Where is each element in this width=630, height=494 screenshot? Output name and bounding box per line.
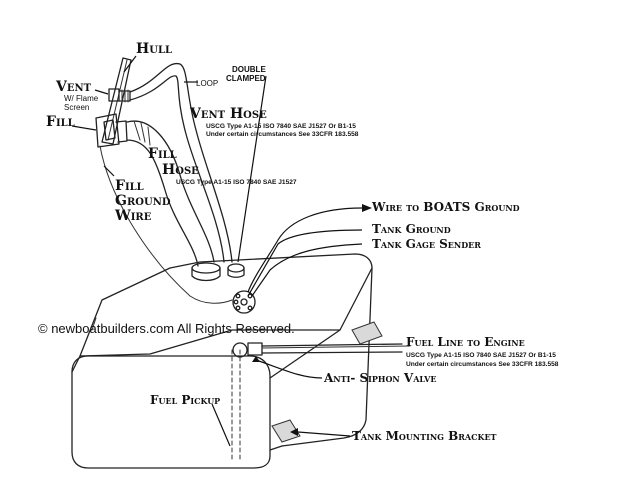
tank-mounting-bracket-rear <box>351 321 383 345</box>
anti-siphon-valve <box>232 342 263 358</box>
label-fuel-pickup: Fuel Pickup <box>150 393 220 407</box>
label-fuel-line-spec1: USCG Type A1-15 ISO 7840 SAE J1527 Or B1… <box>406 352 556 359</box>
label-vent-sub1: W/ Flame <box>64 94 99 103</box>
label-fill-ground-wire-2: Ground <box>115 193 171 209</box>
fill-ground-wire <box>99 145 233 304</box>
fuel-pickup-tube <box>231 349 241 461</box>
vent-hose <box>129 62 233 263</box>
arrowheads <box>252 204 372 436</box>
label-vent: Vent <box>55 79 92 95</box>
fuel-tank <box>71 253 373 469</box>
label-tank-ground: Tank Ground <box>372 222 451 236</box>
tank-top-fittings <box>191 262 245 282</box>
label-fill-ground-wire-1: Fill <box>115 178 144 194</box>
label-vent-hose-spec2: Under certain circumstances See 33CFR 18… <box>206 131 359 138</box>
hull-side <box>101 57 132 145</box>
fill-fitting <box>95 113 128 148</box>
label-tank-mounting-bracket: Tank Mounting Bracket <box>352 429 497 443</box>
label-hull: Hull <box>136 41 172 57</box>
fuel-line <box>261 343 411 354</box>
label-vent-hose-spec1: USCG Type A1-15 ISO 7840 SAE J1527 Or B1… <box>206 123 356 130</box>
label-fill-hose-spec: USCG Type A1-15 ISO 7840 SAE J1527 <box>176 179 297 186</box>
label-anti-siphon-valve: Anti- Siphon Valve <box>323 371 436 385</box>
vent-fitting <box>108 88 131 103</box>
fill-hose <box>126 120 215 267</box>
label-loop: LOOP <box>196 79 218 88</box>
label-tank-gage-sender: Tank Gage Sender <box>372 237 481 251</box>
copyright-text: © newboatbuilders.com All Rights Reserve… <box>38 321 295 336</box>
label-vent-sub2: Screen <box>64 103 89 112</box>
label-double-clamped-1: DOUBLE <box>232 65 266 74</box>
label-double-clamped-2: CLAMPED <box>226 74 266 83</box>
label-vent-hose: Vent Hose <box>189 106 267 122</box>
label-fill-hose-1: Fill <box>148 146 177 162</box>
tank-mounting-bracket-front <box>271 419 301 443</box>
tank-gage-sender <box>232 290 256 314</box>
label-fuel-line-spec2: Under certain circumstances See 33CFR 18… <box>406 361 559 368</box>
label-fill-ground-wire-3: Wire <box>114 208 152 224</box>
leader-lines <box>71 55 363 447</box>
label-fill: Fill <box>46 114 75 130</box>
label-fuel-line-to-engine: Fuel Line to Engine <box>406 335 525 349</box>
label-wire-to-boats-ground: Wire to BOATS Ground <box>371 200 520 214</box>
label-fill-hose-2: Hose <box>162 162 199 178</box>
